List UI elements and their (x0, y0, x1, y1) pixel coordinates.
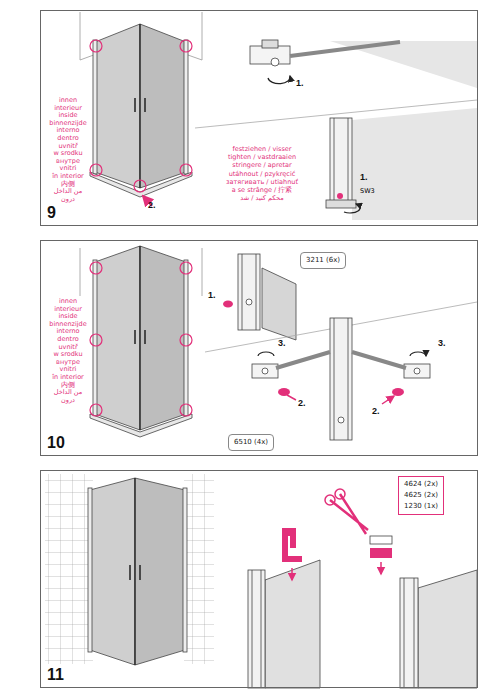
multilingual-note: în interior (52, 173, 84, 181)
callout-number: 1. (296, 78, 304, 88)
multilingual-note: 内侧 (61, 382, 75, 390)
multilingual-note: inside (58, 313, 77, 321)
step-number: 10 (47, 434, 65, 452)
multilingual-note: w srodku (53, 150, 82, 158)
seal-detail (248, 489, 477, 688)
multilingual-note: utáhnout / pzykręcić (229, 171, 296, 179)
multilingual-note: vnitri (60, 366, 77, 374)
shower-enclosure (80, 12, 202, 197)
multilingual-note: interieur (54, 105, 82, 113)
multilingual-note: a se strânge / 拧紧 (232, 187, 293, 195)
part-number: 6510 (4x) (234, 437, 268, 448)
multilingual-note: درون (61, 196, 75, 204)
shower-enclosure (80, 246, 202, 437)
tiled-wall (45, 474, 214, 665)
part-number: 3211 (6x) (306, 255, 340, 266)
callout-number: 3. (438, 338, 446, 348)
multilingual-note: innen (59, 298, 77, 306)
part-legend-box: 4624 (2x)4625 (2x)1230 (1x) (398, 476, 444, 515)
part-legend-box: 3211 (6x) (300, 252, 346, 269)
multilingual-note: uvnitř (58, 143, 77, 151)
tool-size: SW3 (360, 188, 375, 196)
multilingual-note: binnenzijde (49, 120, 86, 128)
multilingual-note: dentro (57, 336, 78, 344)
profile-detail (326, 108, 477, 220)
callout-number: 2. (148, 200, 156, 210)
circle-markers (90, 40, 192, 206)
multilingual-note: من الداخل (54, 389, 82, 397)
multilingual-note: затягивать / utiahnuť (226, 179, 298, 187)
bracket-detail (252, 318, 430, 440)
multilingual-note: festziehen / visser (232, 146, 291, 154)
multilingual-note: محكم كنيد / شد (240, 195, 283, 203)
callout-number: 2. (372, 406, 380, 416)
multilingual-note: binnenzijde (49, 321, 86, 329)
callout-number: 2. (298, 398, 306, 408)
multilingual-note: درون (61, 397, 75, 405)
step-number: 11 (47, 666, 64, 684)
multilingual-note: w srodku (53, 351, 82, 359)
multilingual-note: uvnitř (58, 344, 77, 352)
multilingual-note: inside (58, 112, 77, 120)
part-number: 1230 (1x) (404, 501, 438, 512)
callout-number: 1. (360, 172, 368, 182)
multilingual-note: interieur (54, 306, 82, 314)
multilingual-note: tighten / vastdraaien (228, 154, 296, 162)
callout-number: 1. (208, 290, 216, 300)
multilingual-note: în interior (52, 374, 84, 382)
step-panel: 11 4624 (2x)4625 (2x)1230 (1x) (40, 470, 478, 688)
multilingual-note: interno (56, 328, 79, 336)
multilingual-note: внутре (56, 158, 80, 166)
multilingual-note: innen (59, 97, 77, 105)
multilingual-note: 内侧 (61, 181, 75, 189)
multilingual-note: dentro (57, 135, 78, 143)
part-number: 4624 (2x) (404, 479, 438, 490)
step-panel: 10 3211 (6x) 6510 (4x) (40, 240, 478, 456)
multilingual-note: stringere / apretar (232, 162, 291, 170)
part-legend-box: 6510 (4x) (228, 434, 274, 451)
multilingual-note: vnitri (60, 165, 77, 173)
circle-markers (90, 262, 192, 416)
multilingual-note: interno (56, 127, 79, 135)
callout-number: 3. (278, 338, 286, 348)
multilingual-note: внутре (56, 359, 80, 367)
step-number: 9 (47, 204, 56, 222)
part-number: 4625 (2x) (404, 490, 438, 501)
multilingual-note: من الداخل (54, 188, 82, 196)
